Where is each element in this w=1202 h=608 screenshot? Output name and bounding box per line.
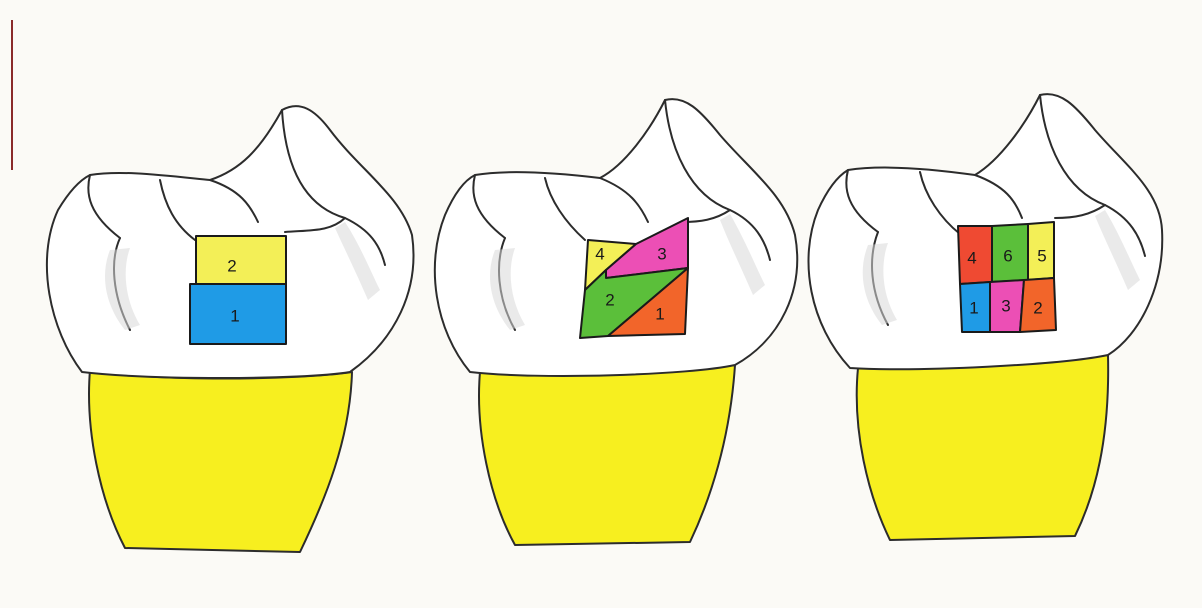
tooth-2: 4 3 2 1 <box>435 99 797 545</box>
tooth-3-label-3: 3 <box>1001 297 1010 316</box>
tooth-3-label-2: 2 <box>1033 299 1042 318</box>
tooth-3-label-5: 5 <box>1037 247 1046 266</box>
tooth-3-root <box>857 355 1108 540</box>
tooth-1-label-1: 1 <box>230 307 239 326</box>
tooth-1-label-2: 2 <box>227 257 236 276</box>
tooth-1-segment-2 <box>196 236 286 284</box>
tooth-2-label-1: 1 <box>655 305 664 324</box>
tooth-1-root <box>89 370 352 552</box>
tooth-2-label-2: 2 <box>605 291 614 310</box>
tooth-3: 4 6 5 1 3 2 <box>808 94 1162 540</box>
tooth-3-label-1: 1 <box>969 299 978 318</box>
tooth-1: 2 1 <box>47 106 414 552</box>
tooth-2-label-3: 3 <box>657 245 666 264</box>
tooth-3-label-6: 6 <box>1003 247 1012 266</box>
tooth-2-label-4: 4 <box>595 245 604 264</box>
tooth-2-root <box>479 365 735 545</box>
tooth-3-label-4: 4 <box>967 249 976 268</box>
